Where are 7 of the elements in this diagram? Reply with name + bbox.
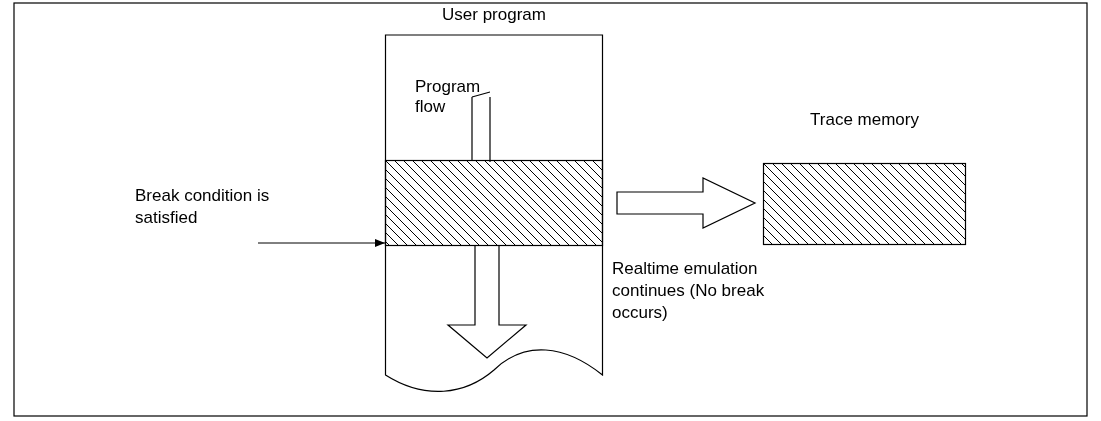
condition-text: Break condition is satisfied	[135, 185, 271, 229]
arrow	[257, 239, 386, 247]
block-heading: Trace memory	[809, 110, 920, 130]
block-heading: User program	[441, 5, 547, 25]
hollow-arrow	[616, 177, 757, 229]
status-note: Realtime emulation continues (No break occurs)	[612, 258, 766, 324]
flow-label: Program flow	[415, 77, 482, 117]
